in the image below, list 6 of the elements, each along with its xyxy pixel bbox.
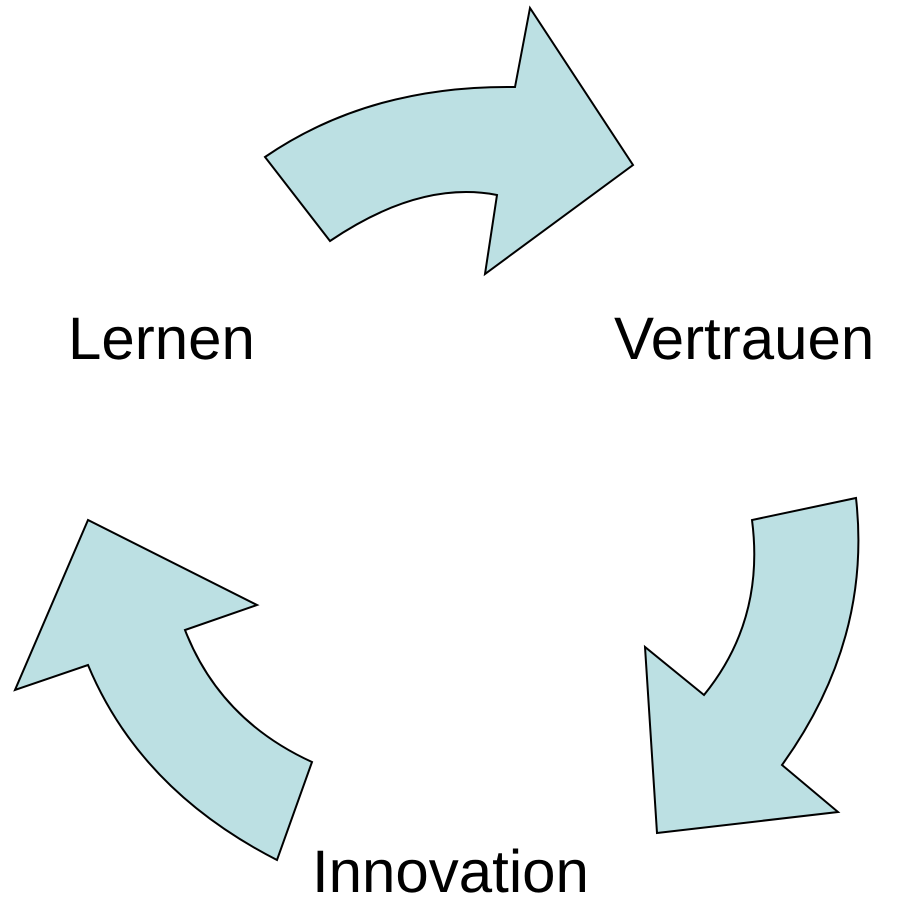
curved-block-arrow — [264, 7, 634, 275]
curved-block-arrow — [14, 519, 313, 861]
curved-block-arrow — [644, 497, 860, 834]
cycle-label: Innovation — [312, 842, 589, 897]
cycle-label: Lernen — [68, 309, 255, 369]
cycle-label: Vertrauen — [614, 309, 874, 369]
